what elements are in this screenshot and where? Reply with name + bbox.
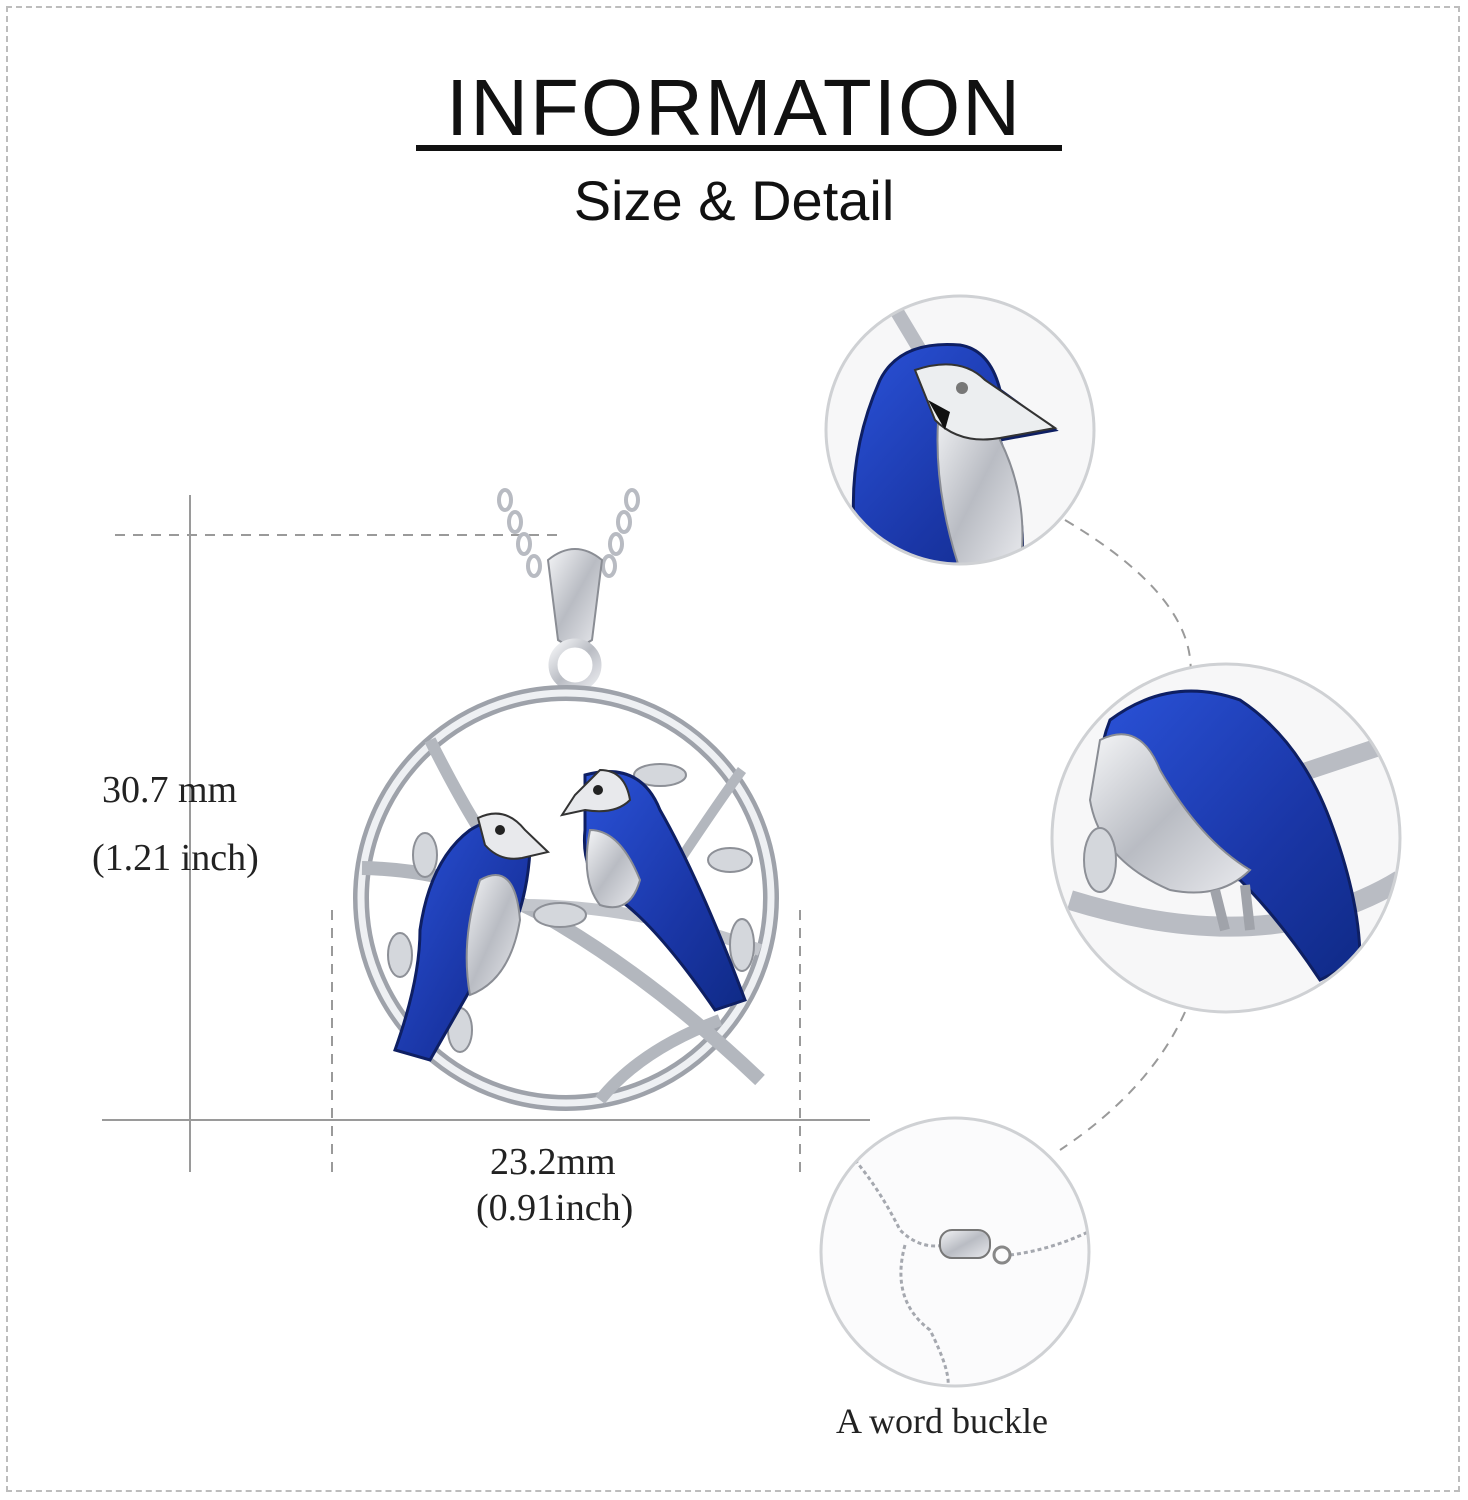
- detail-clasp: [819, 1116, 1091, 1388]
- page-subtitle: Size & Detail: [573, 169, 895, 232]
- clasp-caption: A word buckle: [836, 1401, 1048, 1441]
- right-bird: [559, 768, 747, 1012]
- chain: [497, 488, 640, 578]
- height-mm-label: 30.7 mm: [102, 769, 238, 811]
- width-mm-label: 23.2mm: [490, 1141, 616, 1183]
- detail-bird-head: [824, 294, 1096, 566]
- title-underline: [416, 145, 1062, 151]
- left-bird: [393, 812, 551, 1062]
- dashed-frame: [6, 6, 1460, 1492]
- detail-connector-dashes: [1059, 519, 1192, 1151]
- pendant: [353, 685, 779, 1111]
- measurement-guides: [102, 495, 870, 1172]
- detail-bird-body: [1050, 662, 1402, 1014]
- width-inch-label: (0.91inch): [476, 1187, 634, 1229]
- page-title: INFORMATION: [445, 63, 1023, 152]
- height-inch-label: (1.21 inch): [92, 837, 259, 879]
- pendant-bail: [546, 548, 604, 692]
